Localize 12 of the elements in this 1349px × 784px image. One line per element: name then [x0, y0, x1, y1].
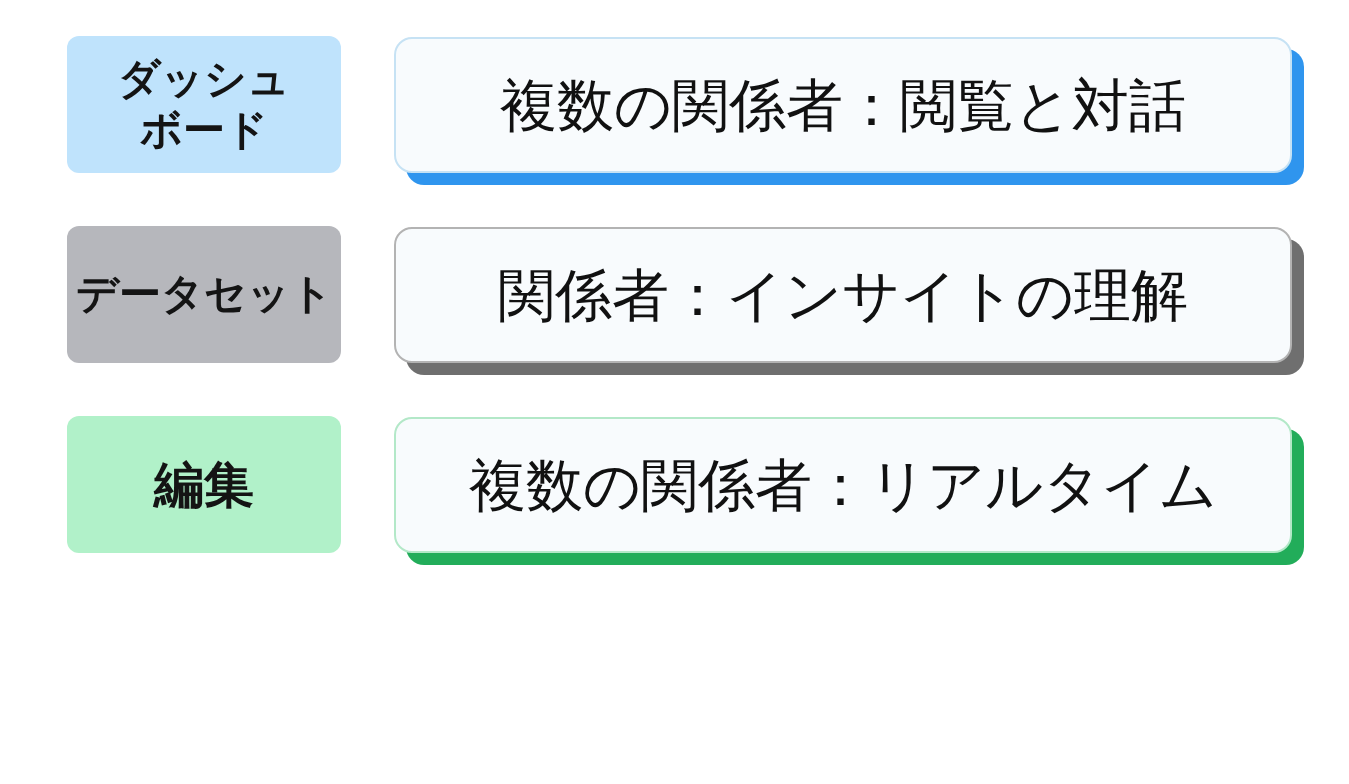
tag-label: 編集: [154, 454, 254, 515]
description-card: [394, 37, 1304, 185]
card-text: 複数の関係者：リアルタイム: [469, 450, 1217, 520]
category-tag: [67, 226, 341, 363]
category-tag: [67, 416, 341, 553]
card-text: 関係者：インサイトの理解: [498, 260, 1188, 330]
description-card: [394, 417, 1304, 565]
description-card: [394, 227, 1304, 375]
tag-label: データセット: [75, 269, 333, 320]
card-text: 複数の関係者：閲覧と対話: [500, 70, 1186, 140]
category-tag: [67, 36, 341, 173]
tag-label: ダッシュボード: [117, 54, 291, 155]
